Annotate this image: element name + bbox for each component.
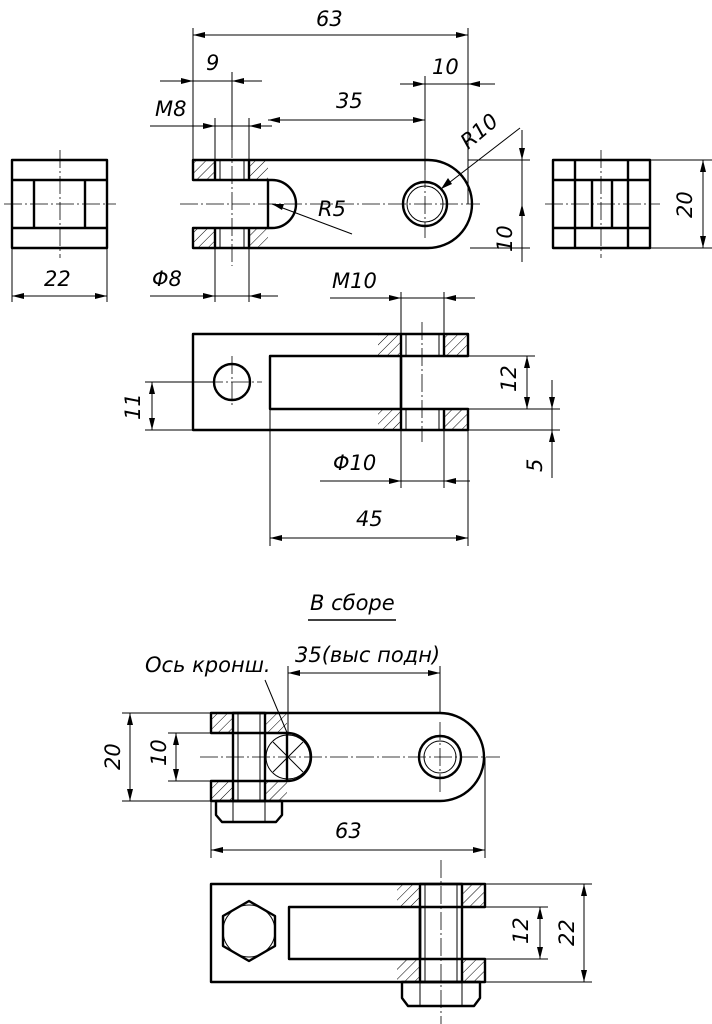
lift-height-label: 35(выс подн)	[295, 643, 440, 667]
offset-10-label: 10	[432, 55, 459, 79]
dim-11-label: 11	[121, 393, 145, 420]
assembly-front-view: Ось кронш. 35(выс подн) 20 10 63	[101, 643, 500, 858]
front-view: 63 9 10 M8 35 R10 R5	[150, 7, 530, 302]
axis-label: Ось кронш.	[145, 653, 271, 677]
assy-height-20-label: 20	[101, 743, 125, 770]
radius-r5-label: R5	[318, 197, 346, 221]
assy-height-10-label: 10	[147, 739, 171, 766]
right-side-view: 20	[545, 150, 712, 258]
length-63-label: 63	[316, 7, 343, 31]
top-view: M10 11 12 5 Φ10 45	[121, 269, 560, 546]
dim-5-label: 5	[523, 459, 547, 472]
assembly-top-view: 12 22	[209, 860, 592, 1024]
assy-length-63-label: 63	[335, 819, 362, 843]
center-35-label: 35	[336, 89, 363, 113]
assembly-title: В сборе	[310, 591, 395, 615]
assy-dim-12-label: 12	[509, 917, 533, 944]
left-side-view: 22	[4, 150, 116, 302]
thread-m10-label: M10	[332, 269, 377, 293]
height-10-label: 10	[493, 225, 517, 252]
assy-width-22-label: 22	[555, 919, 579, 946]
offset-9-label: 9	[206, 51, 219, 75]
dim-45-label: 45	[356, 507, 383, 531]
hole-d8-label: Φ8	[152, 267, 182, 291]
hole-d10-label: Φ10	[333, 451, 376, 475]
dim-12-label: 12	[497, 365, 521, 392]
height-20-label: 20	[673, 191, 697, 218]
thread-m8-label: M8	[155, 97, 186, 121]
width-22-label: 22	[44, 267, 71, 291]
